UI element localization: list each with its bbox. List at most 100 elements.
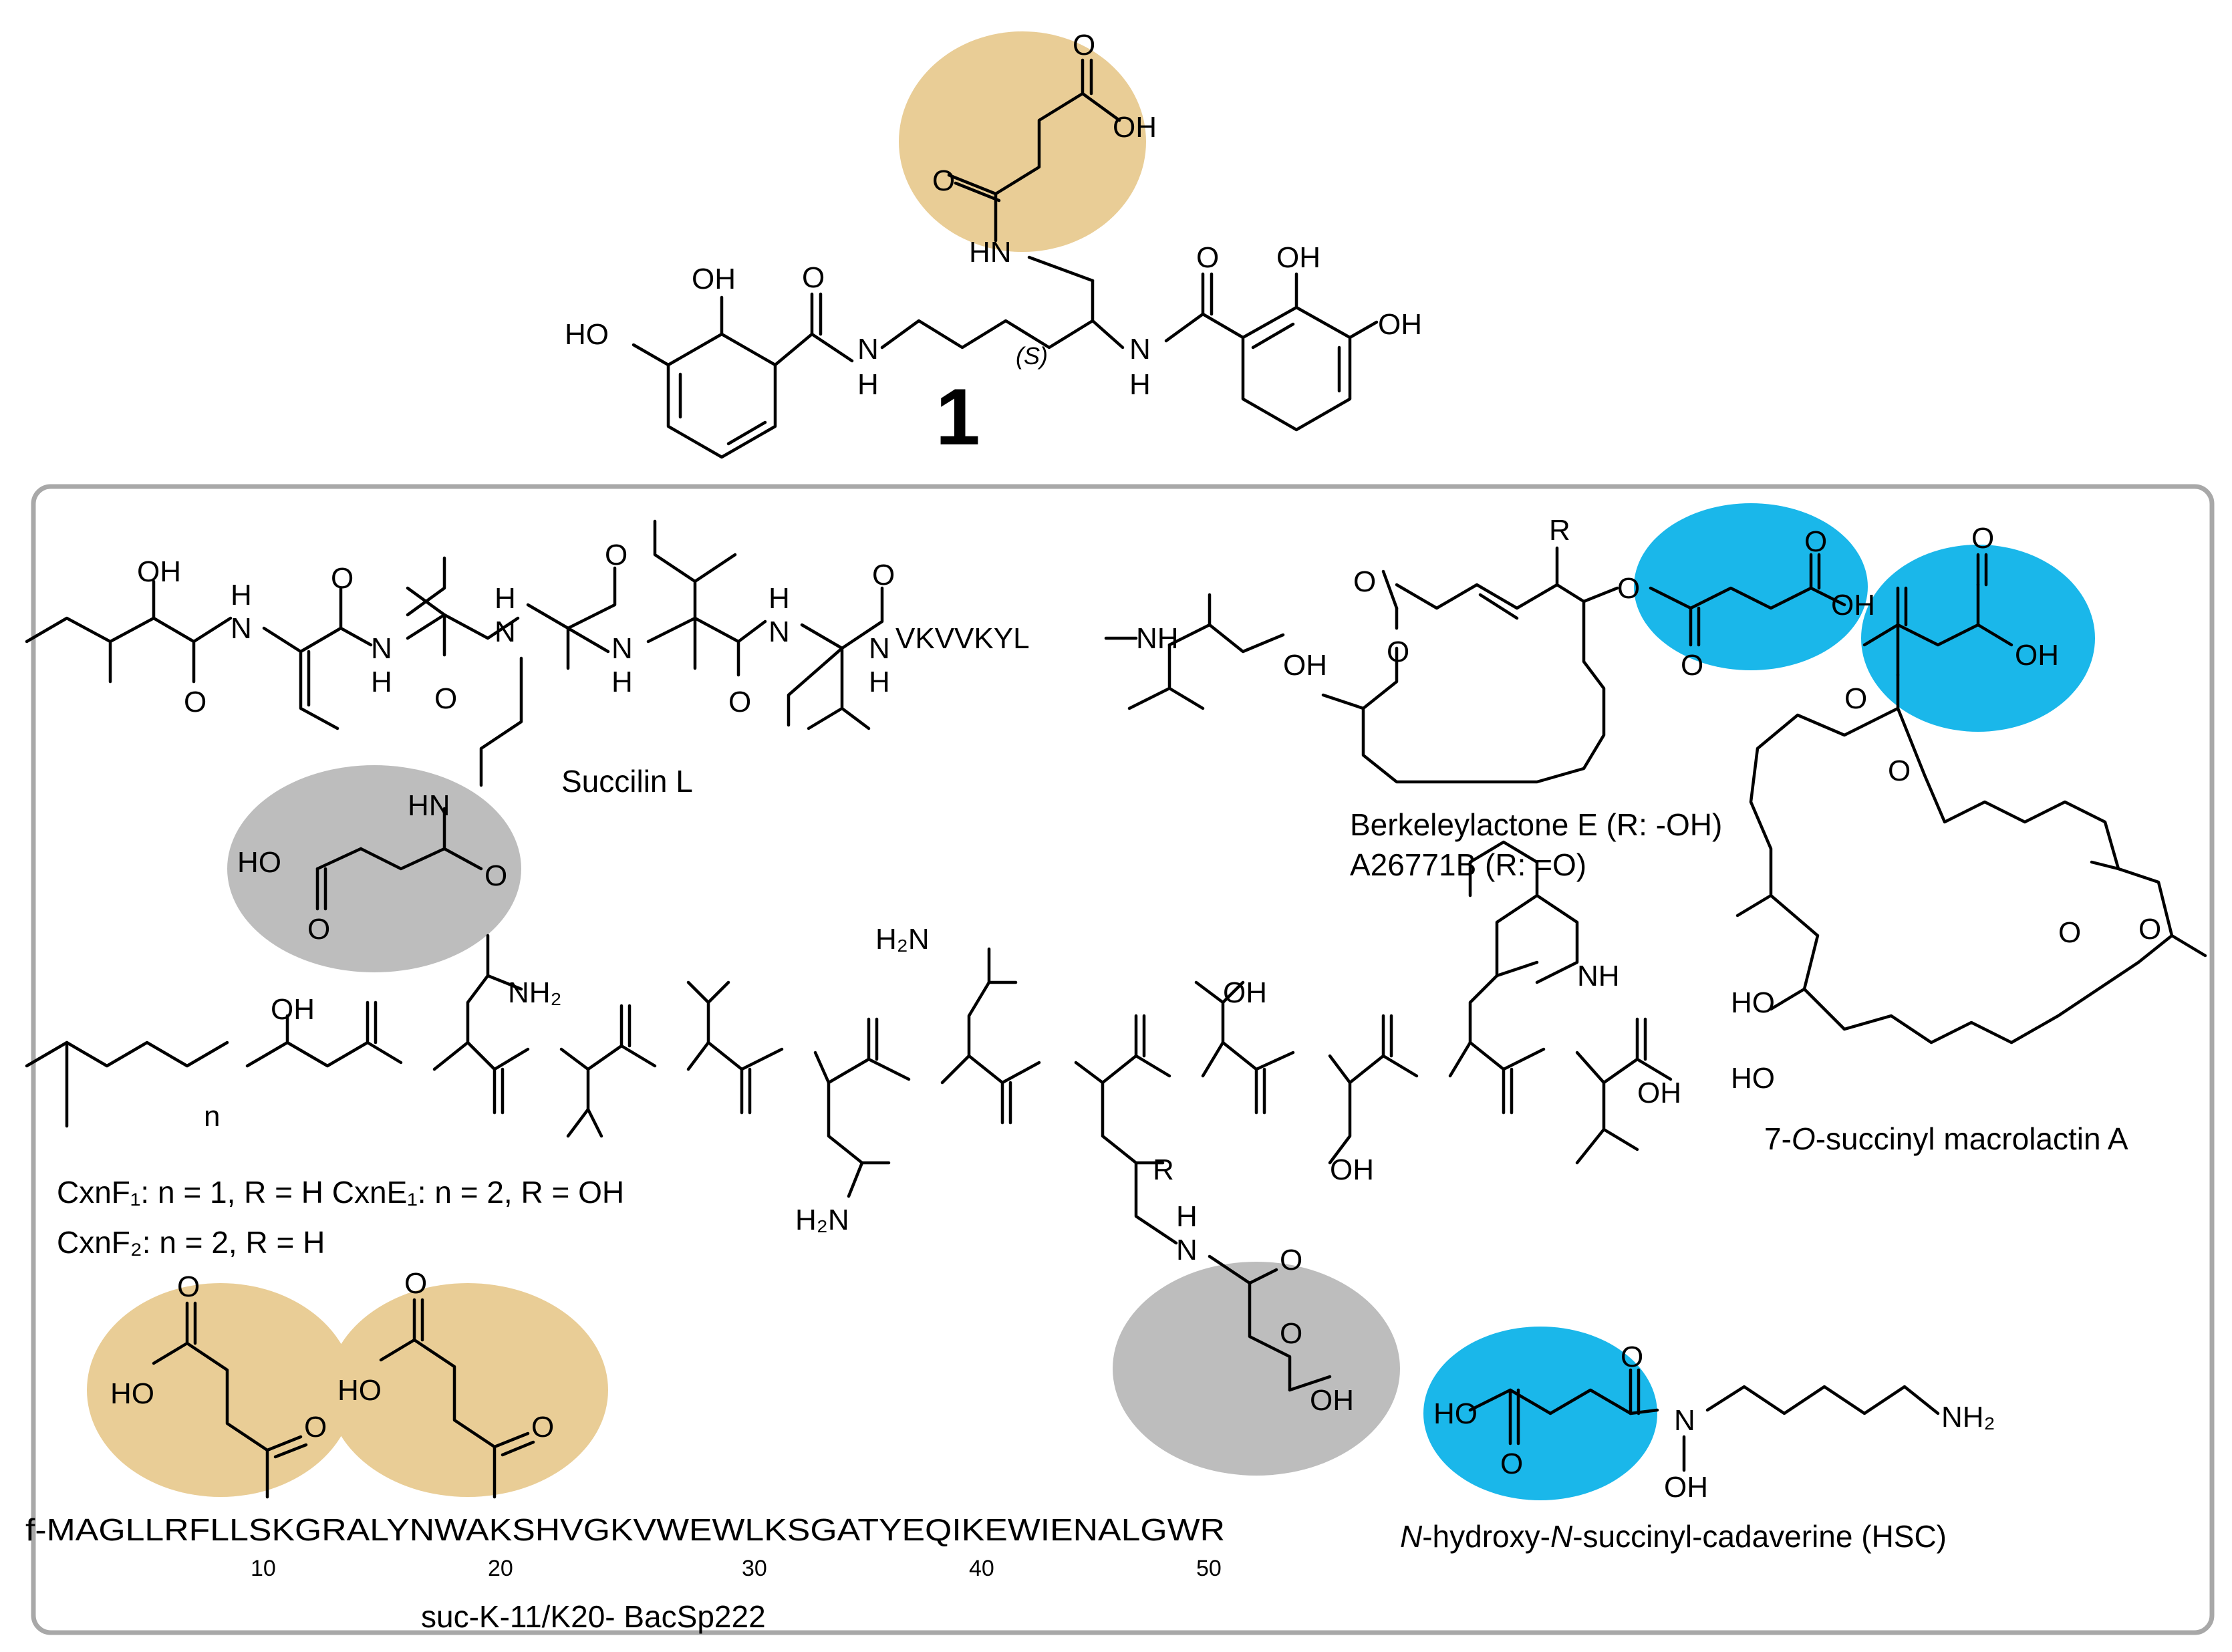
hsc-o-1: O [1500, 1448, 1523, 1480]
suc-n2: N [371, 632, 392, 665]
bac-pos-10: 10 [251, 1556, 276, 1581]
ml-o-ester: O [1844, 682, 1867, 715]
bac-ho-1: HO [110, 1377, 154, 1410]
bac-pos-30: 30 [742, 1556, 767, 1581]
cxn-n-side: N [1176, 1234, 1198, 1266]
succinyl-highlight-hsc [1423, 1327, 1657, 1500]
c1-oh-left-top: OH [692, 263, 736, 295]
suc-n4: N [611, 632, 633, 665]
cxn-oh-side: OH [1310, 1384, 1354, 1417]
c1-o-left: O [802, 261, 825, 294]
bac-pos-50: 50 [1196, 1556, 1222, 1581]
hsc-nh2: NH₂ [1941, 1401, 1995, 1433]
c1-oh-acid: OH [1113, 111, 1157, 144]
suc-o3: O [434, 682, 457, 715]
cxn-o-side: O [1280, 1244, 1302, 1276]
suc-n3: N [495, 615, 516, 648]
succilin-caption: Succilin L [561, 764, 693, 799]
bl-o-ester: O [1617, 572, 1640, 605]
cxn-caption-1: CxnF₁: n = 1, R = H CxnE₁: n = 2, R = OH [57, 1175, 624, 1210]
suc-ho-side: HO [237, 846, 281, 879]
hsc-structure: HO O O N OH NH₂ N-hydroxy-N-succinyl-cad… [1400, 1341, 1995, 1554]
bac-o-1b: O [304, 1411, 327, 1443]
cxn-nh-trp: NH [1577, 960, 1620, 992]
suc-nh: NH [1136, 622, 1179, 655]
ml-oh: OH [2015, 639, 2059, 672]
bl-o-acid: O [1804, 525, 1827, 558]
suc-o2: O [331, 562, 354, 595]
c1-o-acid: O [1073, 29, 1095, 61]
hsc-n: N [1674, 1404, 1695, 1437]
suc-oh: OH [137, 555, 181, 588]
ml-o-ring2: O [2138, 913, 2161, 946]
suc-h2: H [371, 666, 392, 698]
compound-1-structure: OH O O HN OH HO O N H (S) N H O OH OH 1 [565, 29, 1422, 462]
bl-oh: OH [1831, 589, 1875, 622]
berkeleylactone-caption: Berkeleylactone E (R: -OH) [1350, 807, 1722, 842]
cxn-h2n-3: H₂N [795, 1204, 849, 1236]
suc-sequence: VKVVKYL [895, 622, 1030, 655]
ml-o-lac: O [1888, 754, 1911, 787]
hsc-ho: HO [1433, 1397, 1478, 1430]
bacsp222-sequence: f-MAGLLRFLLSKGRALYNWAKSHVGKVWEWLKSGATYEQ… [25, 1512, 1225, 1547]
c1-h-left: H [857, 368, 879, 401]
suc-o4: O [605, 539, 627, 571]
cxn-h2n-2: H₂N [875, 923, 930, 956]
ml-o-top: O [1971, 522, 1994, 555]
bac-o-2b: O [531, 1411, 554, 1443]
c1-oh-right-top: OH [1276, 241, 1320, 274]
succinyl-highlight-succilin [227, 765, 521, 972]
suc-n6: N [869, 632, 890, 665]
bac-o-2a: O [404, 1267, 427, 1300]
suc-o6: O [872, 559, 895, 591]
macrolactin-caption: 7-O-succinyl macrolactin A [1764, 1121, 2128, 1156]
panel-frame [31, 484, 2215, 1635]
ml-ho-1: HO [1731, 986, 1775, 1019]
suc-o5: O [728, 686, 751, 718]
cxn-n: n [204, 1100, 220, 1133]
cxn-oh-acid: OH [1637, 1077, 1681, 1109]
bl-o-ring: O [1387, 636, 1409, 668]
hsc-caption: N-hydroxy-N-succinyl-cadaverine (HSC) [1400, 1519, 1947, 1554]
c1-h-right: H [1129, 368, 1151, 401]
ml-ho-2: HO [1731, 1062, 1775, 1095]
hsc-oh: OH [1664, 1471, 1708, 1504]
succinyl-highlight-berkeleylactone [1634, 503, 1868, 670]
berkeleylactone-structure: R O O O O O OH Berkeleylactone E (R: -OH… [1321, 514, 1875, 882]
hsc-o-2: O [1621, 1341, 1643, 1373]
suc-h4: H [611, 666, 633, 698]
ml-o-ring: O [2058, 916, 2081, 949]
suc-hn-side: HN [408, 789, 450, 822]
succinyl-highlight-compound-1 [899, 31, 1146, 252]
c1-stereo: (S) [1016, 342, 1048, 370]
suc-n1: N [231, 612, 252, 645]
bl-o-acyl: O [1681, 649, 1703, 682]
a26771b-caption: A26771B (R: =O) [1350, 847, 1586, 882]
c1-n-right: N [1129, 333, 1151, 366]
suc-h3: H [495, 582, 516, 615]
bacsp222-caption: suc-K-11/K20- BacSp222 [421, 1599, 766, 1634]
cxn-nh2-1: NH₂ [508, 976, 562, 1009]
bacsp222-structure: HO O O HO O O f-MAGLLRFLLSKGRALYNWAKSHVG… [25, 1267, 1225, 1634]
bl-o-carbonyl: O [1353, 565, 1376, 598]
cxn-oh-thr: OH [1223, 976, 1267, 1009]
suc-o-side2: O [307, 913, 330, 946]
cxn-oh-ser: OH [1330, 1153, 1374, 1186]
succilin-structure: OH O H N O N H O H N O N H O H N O N H V… [25, 519, 1327, 946]
bac-o-1a: O [177, 1270, 200, 1303]
c1-o-amide-top: O [932, 164, 955, 197]
bl-r: R [1549, 514, 1570, 547]
succinyl-highlight-bacsp222-k20 [327, 1283, 608, 1497]
cxn-o-acid: O [1280, 1317, 1302, 1350]
c1-n-left: N [857, 333, 879, 366]
bac-pos-20: 20 [488, 1556, 513, 1581]
c1-oh-right: OH [1378, 308, 1422, 341]
cxn-caption-2: CxnF₂: n = 2, R = H [57, 1225, 325, 1260]
suc-h5: H [769, 582, 790, 615]
suc-o1: O [184, 686, 206, 718]
cxn-oh: OH [271, 993, 315, 1026]
c1-hn-top: HN [969, 236, 1012, 269]
bac-ho-2: HO [337, 1374, 382, 1407]
suc-oh-end: OH [1283, 649, 1327, 682]
